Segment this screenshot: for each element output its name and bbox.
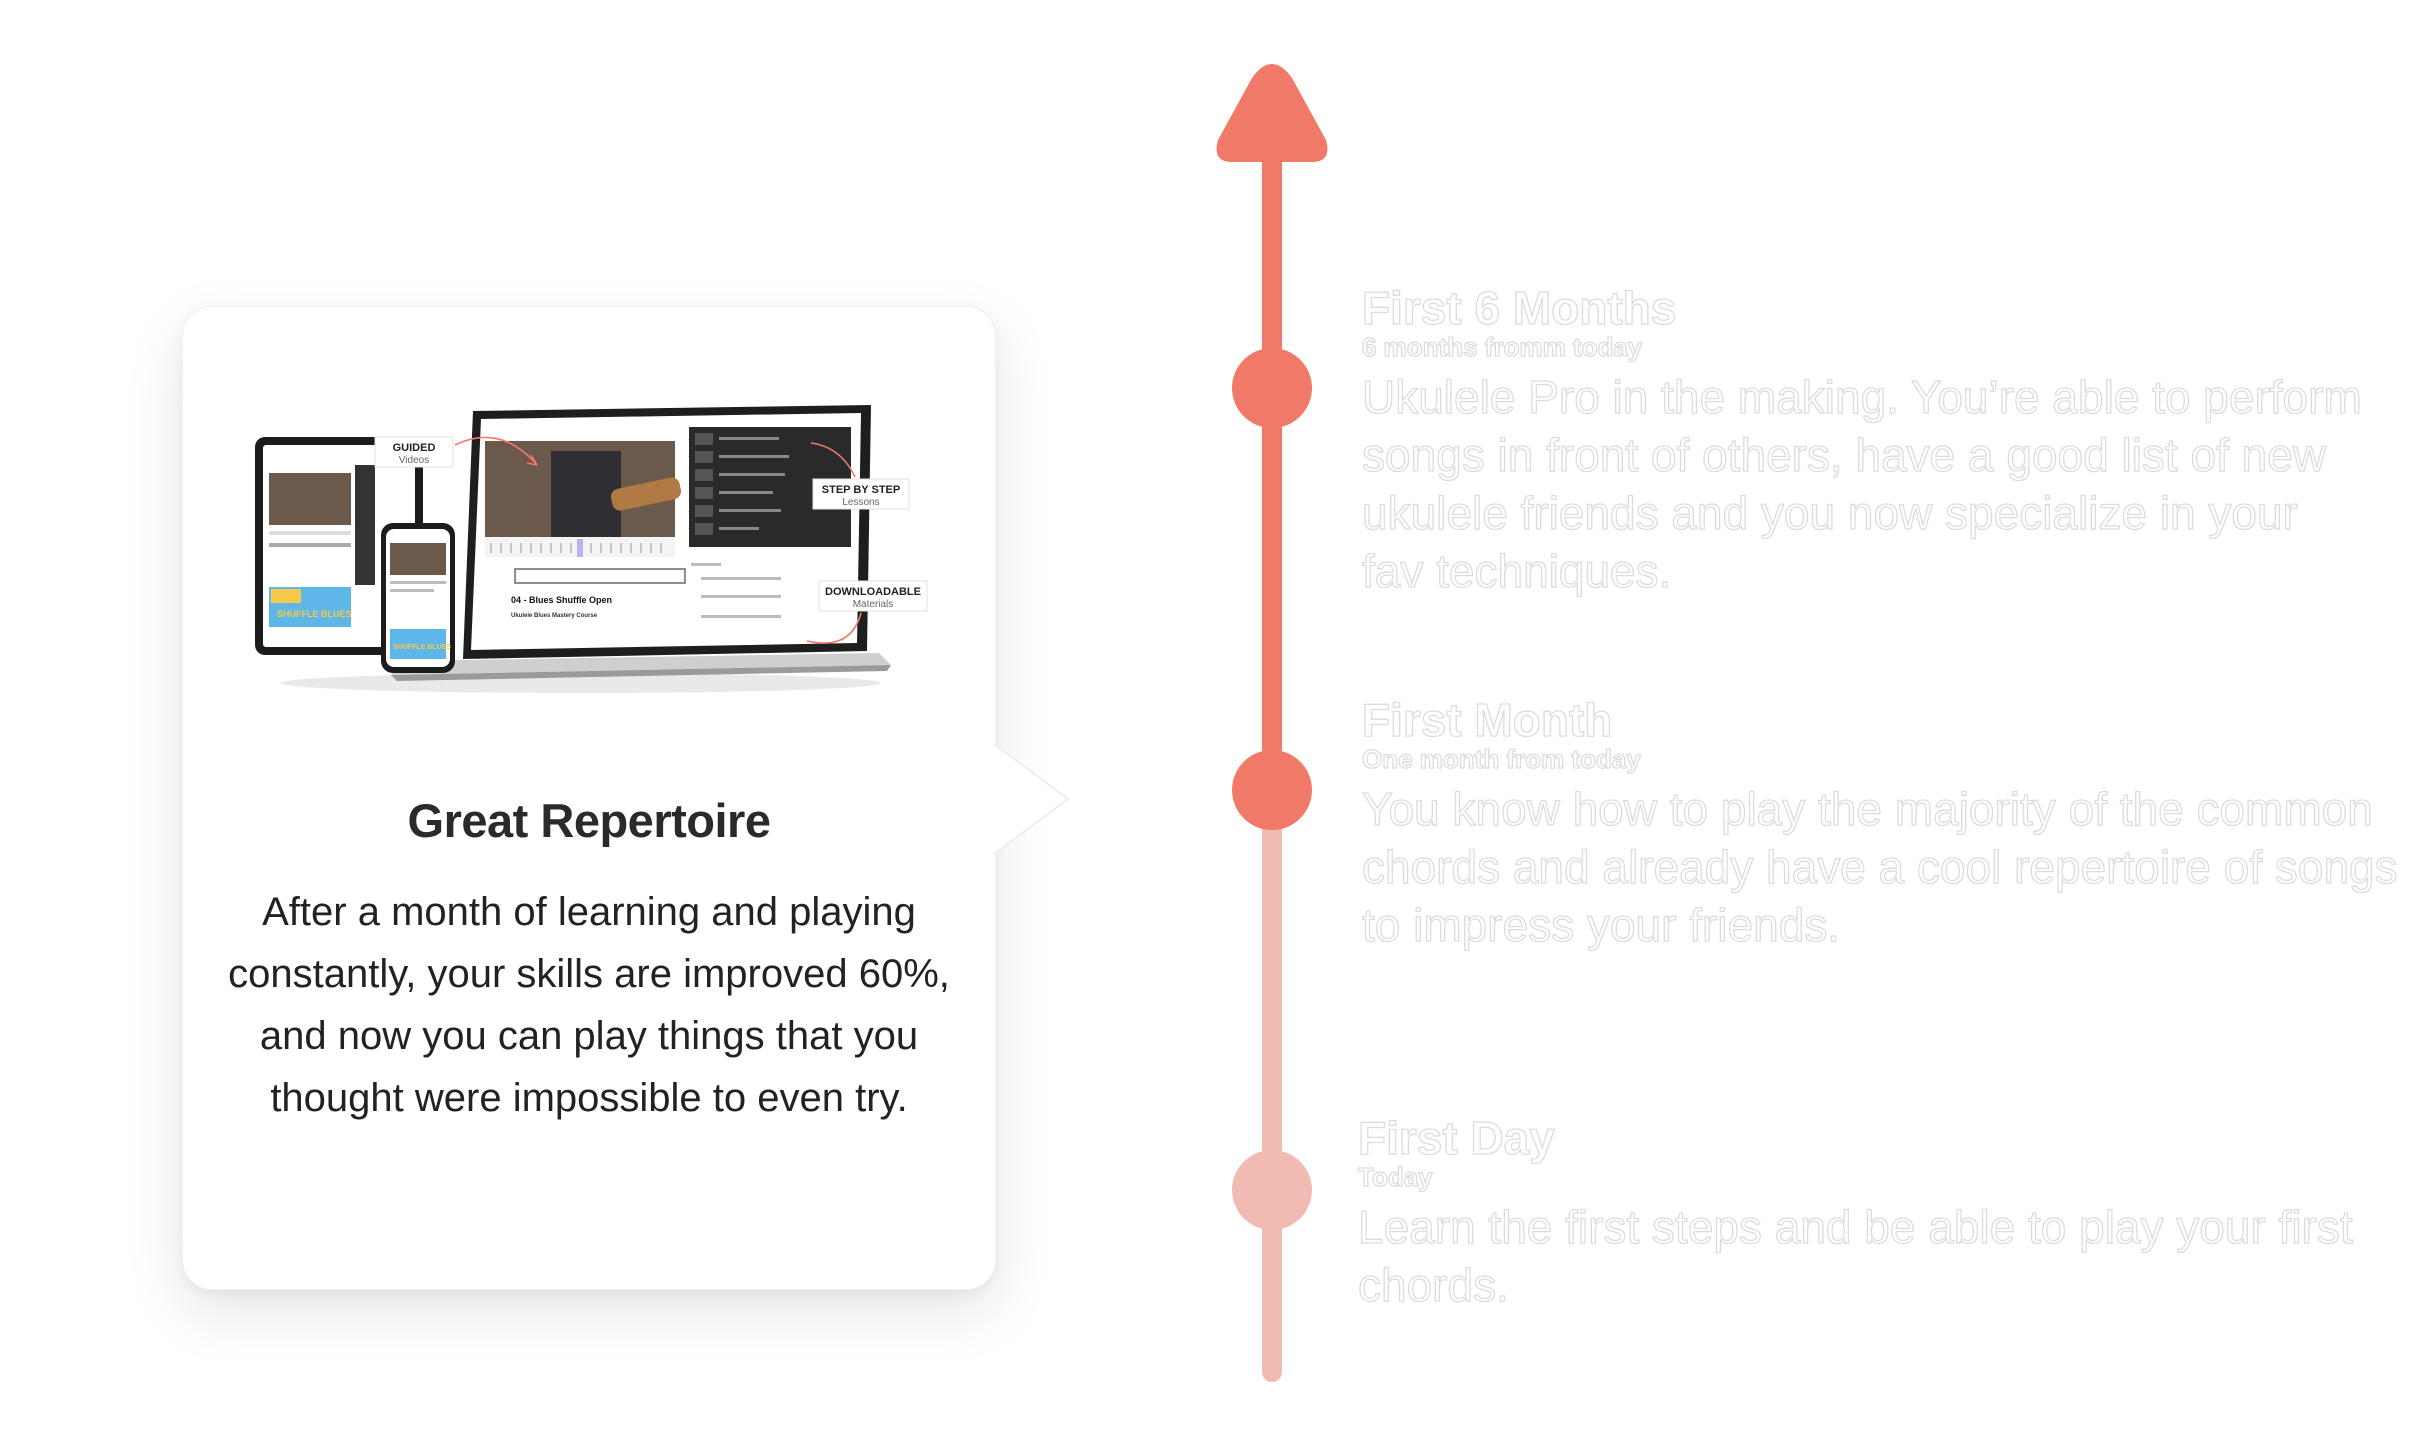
timeline-dot-6-months[interactable]	[1232, 348, 1312, 428]
milestone-first-day: First Day Today Learn the first steps an…	[1357, 1112, 2358, 1314]
materials-label: Materials	[853, 599, 894, 610]
milestone-title: First 6 Months	[1361, 282, 1677, 334]
timeline-line-faded	[1262, 790, 1282, 1382]
card-title: Great Repertoire	[407, 794, 771, 847]
milestone-subtitle: One month from today	[1361, 743, 1641, 774]
course-title-text: 04 - Blues Shuffle Open	[511, 595, 612, 605]
card-body-text: After a month of learning and playing co…	[228, 890, 950, 1120]
milestone-title: First Month	[1361, 694, 1613, 746]
tablet-banner-text: SHUFFLE BLUES	[277, 609, 352, 619]
timeline-dot-first-day[interactable]	[1232, 1150, 1312, 1230]
card-pointer	[994, 744, 1070, 854]
milestone-description: Ukulele Pro in the making. You’re able t…	[1361, 370, 2362, 597]
phone-mockup: SHUFFLE BLUES	[381, 523, 455, 673]
downloadable-label: DOWNLOADABLE	[825, 586, 921, 598]
milestone-description: You know how to play the majority of the…	[1361, 782, 2398, 951]
timeline-dot-first-month[interactable]	[1232, 750, 1312, 830]
guided-label: GUIDED	[393, 442, 436, 454]
milestone-subtitle: Today	[1357, 1161, 1433, 1192]
milestone-title: First Day	[1357, 1112, 1555, 1164]
timeline-line-progress	[1262, 140, 1282, 800]
step-by-step-callout: STEP BY STEP Lessons	[810, 442, 910, 510]
course-platform-mockup: 04 - Blues Shuffle Open Ukulele Blues Ma…	[255, 405, 928, 693]
milestone-card: 04 - Blues Shuffle Open Ukulele Blues Ma…	[182, 306, 996, 1290]
course-name-text: Ukulele Blues Mastery Course	[511, 613, 598, 619]
phone-banner-text: SHUFFLE BLUES	[393, 644, 451, 651]
timeline-arrow-icon	[1216, 64, 1328, 162]
lessons-label: Lessons	[842, 497, 879, 508]
videos-label: Videos	[399, 455, 429, 466]
milestone-subtitle: 6 months fromm today	[1361, 331, 1643, 362]
guided-videos-callout: GUIDED Videos	[374, 436, 538, 468]
downloadable-materials-callout: DOWNLOADABLE Materials	[806, 580, 928, 644]
step-by-step-label: STEP BY STEP	[822, 484, 900, 496]
milestone-first-month: First Month One month from today You kno…	[1361, 694, 2402, 954]
milestone-6-months: First 6 Months 6 months fromm today Ukul…	[1361, 282, 2362, 600]
milestone-description: Learn the first steps and be able to pla…	[1357, 1200, 2353, 1311]
